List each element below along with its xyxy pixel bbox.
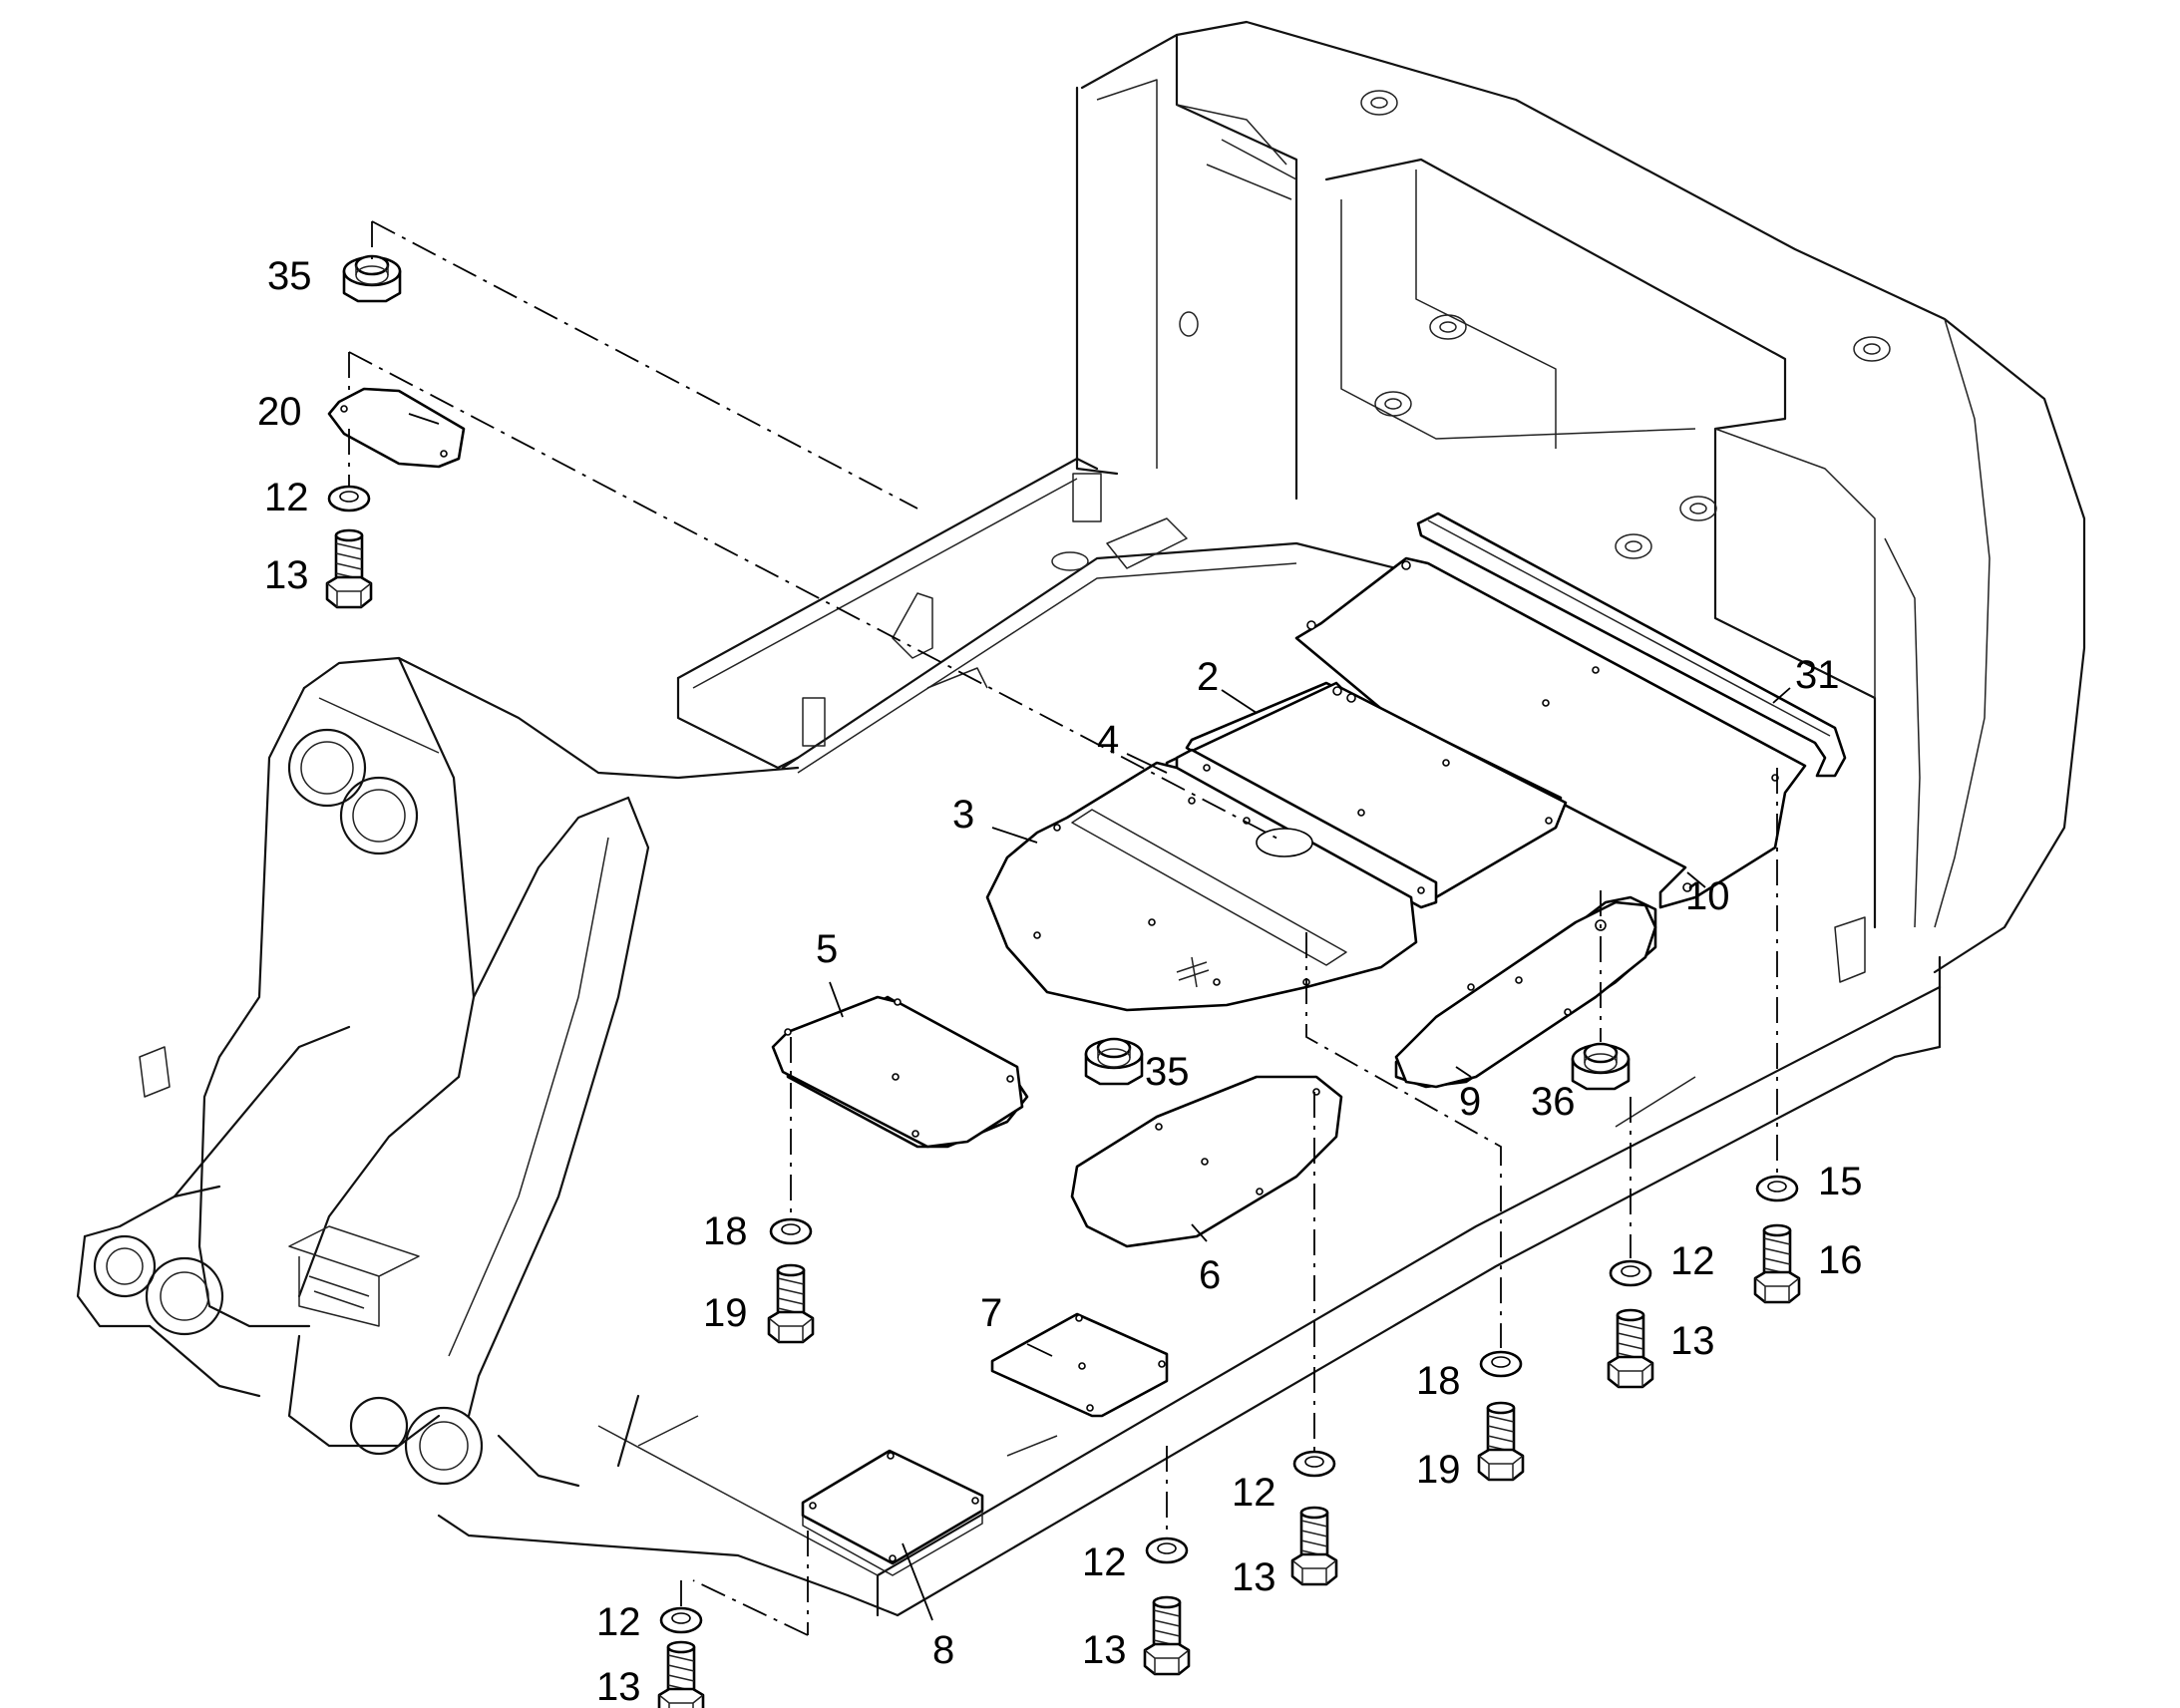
callout-12-top: 12 [264, 476, 309, 519]
callout-12-lower-left: 12 [596, 1600, 641, 1644]
callout-13-center: 13 [1232, 1555, 1276, 1599]
callout-6: 6 [1199, 1253, 1221, 1297]
washer-12-center [1292, 1450, 1336, 1478]
callout-35-center: 35 [1145, 1050, 1190, 1094]
callout-3: 3 [952, 793, 974, 837]
nut-35-center [1084, 1037, 1144, 1086]
callout-12-center: 12 [1232, 1471, 1276, 1515]
bolt-13-bottom-center [1143, 1595, 1191, 1676]
washer-18-left [769, 1217, 813, 1245]
panel-7 [990, 1312, 1169, 1418]
bolt-19-left [767, 1263, 815, 1344]
callout-9: 9 [1459, 1080, 1481, 1124]
callout-13-top: 13 [264, 553, 309, 597]
panel-6 [1070, 1075, 1343, 1248]
callout-12-right: 12 [1670, 1239, 1715, 1283]
assembly-lines [348, 220, 1778, 1636]
callout-5: 5 [816, 927, 838, 971]
callout-4: 4 [1097, 718, 1119, 762]
cover-20 [327, 387, 466, 469]
panel-3 [985, 761, 1418, 1012]
washer-12-top [327, 485, 371, 512]
callout-16: 16 [1818, 1238, 1863, 1282]
panel-9 [1394, 895, 1657, 1089]
washer-15 [1755, 1175, 1799, 1202]
callout-12-bottom: 12 [1082, 1540, 1127, 1584]
callout-18-left: 18 [703, 1209, 748, 1253]
bolt-13-top [325, 528, 373, 609]
callout-2: 2 [1197, 655, 1219, 699]
callout-19-left: 19 [703, 1291, 748, 1335]
callout-8: 8 [932, 1628, 954, 1672]
callout-18-right: 18 [1416, 1359, 1461, 1403]
callouts: 35 20 12 13 2 4 3 31 10 5 35 9 36 6 15 1… [257, 254, 1863, 1708]
callout-20: 20 [257, 390, 302, 434]
bolt-13-lower-left [657, 1640, 705, 1708]
callout-13-right: 13 [1670, 1319, 1715, 1363]
panel-2 [1165, 681, 1568, 904]
callout-10: 10 [1685, 874, 1730, 918]
callout-19-right: 19 [1416, 1448, 1461, 1492]
callout-13-lower-left: 13 [596, 1665, 641, 1708]
washer-12-lower-left [659, 1606, 703, 1634]
bolt-13-center [1290, 1506, 1338, 1586]
bolt-13-right [1607, 1308, 1654, 1389]
callout-36: 36 [1531, 1080, 1576, 1124]
panel-5 [771, 995, 1029, 1149]
chassis-frame [76, 20, 2086, 1617]
nut-36 [1571, 1042, 1631, 1091]
bolt-19-right [1477, 1401, 1525, 1482]
bolt-16 [1753, 1223, 1801, 1304]
callout-7: 7 [980, 1291, 1002, 1335]
panel-8 [801, 1449, 984, 1576]
leader-lines [408, 413, 1791, 1621]
callout-31: 31 [1795, 653, 1840, 697]
part-31-strip [1416, 512, 1847, 778]
nut-35-top [342, 254, 402, 303]
callout-35-top: 35 [267, 254, 312, 298]
callout-13-bottom: 13 [1082, 1628, 1127, 1672]
washer-12-right [1609, 1259, 1652, 1287]
washer-18-right [1479, 1350, 1523, 1378]
callout-15: 15 [1818, 1160, 1863, 1203]
washer-12-bottom-center [1145, 1537, 1189, 1564]
